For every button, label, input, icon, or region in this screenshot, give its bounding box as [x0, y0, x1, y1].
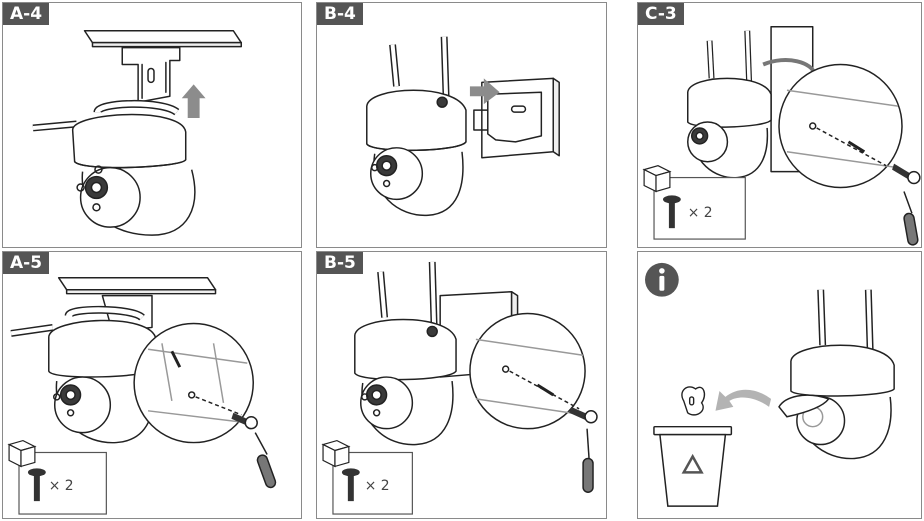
panel-c3: C-3	[637, 2, 922, 248]
step-label-b4: B-4	[317, 3, 363, 25]
step-label-a5: A-5	[3, 252, 50, 274]
box-icon	[321, 439, 351, 468]
box-icon	[7, 439, 37, 468]
step-label-a4: A-4	[3, 3, 50, 25]
screw-icon	[27, 468, 46, 502]
screw-icon	[662, 195, 681, 229]
arrow-icon	[469, 78, 500, 105]
illustration-a4	[32, 30, 243, 236]
screwdriver-icon	[254, 432, 277, 489]
panel-info	[637, 251, 922, 519]
panel-a4: A-4	[2, 2, 302, 248]
step-label-c3: C-3	[638, 3, 684, 25]
camera-icon	[10, 305, 157, 444]
arrow-icon	[181, 84, 206, 119]
panel-b5: B-5	[316, 251, 607, 519]
info-icon	[645, 262, 679, 297]
camera-icon	[687, 30, 772, 179]
screw-icon	[892, 163, 921, 185]
camera-icon	[366, 36, 467, 217]
illustration-c3: × 2	[642, 26, 921, 246]
screwdriver-icon	[582, 428, 594, 493]
camera-icon	[32, 99, 196, 236]
panel-a5: A-5	[2, 251, 302, 519]
illustration-b5: × 2	[321, 261, 598, 515]
illustration-info	[645, 262, 895, 507]
camera-icon	[354, 261, 457, 446]
screw-quantity-c3: × 2	[688, 205, 713, 221]
screw-icon	[341, 468, 360, 502]
box-icon	[642, 165, 672, 193]
screwdriver-icon	[903, 191, 919, 246]
recycle-bin-icon	[653, 425, 733, 507]
screw-quantity-a5: × 2	[49, 478, 74, 494]
screw-quantity-b5: × 2	[365, 478, 390, 494]
camera-icon	[778, 289, 895, 460]
panel-b4: B-4	[316, 2, 607, 248]
screw-icon	[569, 406, 598, 424]
step-label-b5: B-5	[317, 252, 363, 274]
screw-icon	[231, 412, 258, 430]
illustration-a5: × 2	[7, 277, 277, 515]
illustration-b4	[366, 36, 560, 217]
arrow-icon	[715, 389, 772, 411]
